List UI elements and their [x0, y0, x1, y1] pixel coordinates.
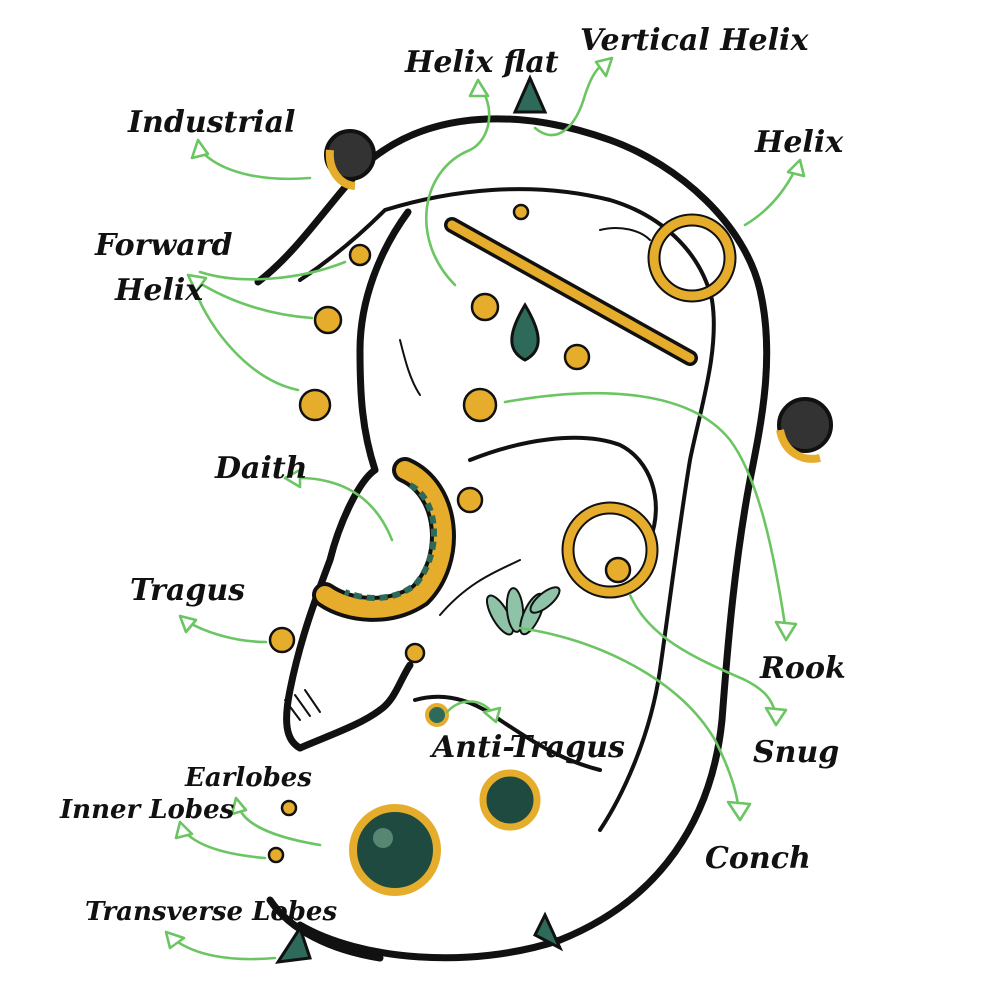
forward-helix-stud-2	[313, 305, 343, 335]
tragus-inner-stud	[404, 642, 426, 664]
ear-hatch	[284, 689, 321, 721]
ear-lobe-bottom	[266, 896, 384, 962]
pointer-earlobes-head	[230, 796, 248, 816]
pointers	[164, 56, 806, 961]
pointer-anti-tragus-head	[482, 706, 502, 724]
pointer-helix-flat	[424, 88, 491, 287]
label-daith: Daith	[214, 451, 308, 486]
daith-gems	[343, 482, 437, 601]
helix-hoop	[649, 215, 735, 301]
ear-outer-rim	[254, 115, 771, 962]
inner-lobe-stud	[267, 846, 285, 864]
industrial-gold-accent	[325, 149, 356, 190]
tragus-stud	[268, 626, 296, 654]
label-transverse-lobes: Transverse Lobes	[85, 897, 337, 927]
pointer-forward-helix-1	[198, 260, 347, 281]
snug-bead	[604, 556, 632, 584]
pointer-helix-flat-head	[468, 78, 490, 98]
ear-fold-line	[439, 559, 521, 616]
label-helix: Helix	[754, 125, 844, 160]
labels: Industrial Helix flat Vertical Helix Hel…	[59, 23, 846, 927]
ear-concha-curve	[468, 435, 658, 542]
label-inner-lobes: Inner Lobes	[59, 795, 235, 825]
pointer-inner-lobes-head	[174, 820, 194, 840]
pointer-inner-lobes	[183, 830, 267, 860]
ear-fold-line-2	[599, 227, 651, 241]
pointer-rook	[503, 391, 787, 627]
snug-hoop	[563, 503, 657, 597]
industrial-bar	[447, 220, 695, 363]
teardrop-gem	[510, 302, 540, 362]
pointer-conch	[518, 626, 740, 807]
transverse-lobe-spike-right	[532, 911, 564, 952]
lobe-gem-highlight	[373, 828, 393, 848]
daith-crescent	[316, 461, 452, 618]
pointer-daith	[293, 476, 394, 542]
rook-black-ball	[777, 397, 833, 453]
ear-inner-helix	[298, 187, 716, 832]
pointer-rook-head	[774, 620, 798, 642]
helix-flat-stud	[512, 203, 530, 221]
pointer-forward-helix-3	[193, 288, 300, 392]
anti-tragus-gem	[425, 703, 449, 727]
pointer-vertical-helix	[533, 62, 605, 137]
jewelry	[267, 74, 833, 964]
pointer-anti-tragus	[445, 700, 494, 714]
pointer-forward-helix-head	[186, 273, 208, 294]
ear-tragus-outline	[296, 661, 414, 752]
earlobe-stud	[280, 799, 298, 817]
conch-stud-2	[563, 343, 591, 371]
label-helix-flat: Helix flat	[404, 45, 559, 80]
pointer-tragus-head	[178, 614, 198, 634]
pointer-industrial-head	[190, 138, 210, 160]
forward-helix-stud-1	[348, 243, 372, 267]
pointer-daith-head	[283, 468, 302, 489]
ear-crus-line	[399, 339, 421, 396]
conch-flower	[486, 586, 561, 636]
conch-stud-1	[470, 292, 500, 322]
helix-flat-spike	[512, 74, 548, 114]
pointer-earlobes	[238, 808, 322, 847]
pointer-forward-helix-2	[196, 280, 314, 320]
pointer-helix-head	[786, 158, 806, 178]
daith-hanging-stud	[456, 486, 484, 514]
pointer-vertical-helix-head	[594, 56, 614, 78]
rook-stud	[462, 387, 498, 423]
pointer-snug-head	[764, 706, 788, 727]
label-vertical-helix: Vertical Helix	[580, 23, 809, 58]
label-forward-helix-line2: Helix	[114, 273, 204, 308]
lobe-gem-large	[349, 804, 441, 896]
rook-gold-accent	[776, 428, 821, 463]
pointer-tragus	[186, 620, 268, 644]
pointer-conch-head	[726, 800, 752, 822]
pointer-snug	[628, 593, 777, 714]
pointer-transverse-lobes	[173, 938, 277, 961]
pointer-industrial	[198, 148, 312, 181]
forward-helix-stud-3	[298, 388, 332, 422]
ear-drawing	[254, 115, 771, 962]
pointer-helix	[743, 168, 797, 227]
label-rook: Rook	[759, 651, 846, 686]
label-earlobes: Earlobes	[184, 763, 312, 793]
label-tragus: Tragus	[130, 573, 245, 608]
lobe-gem-small	[479, 769, 541, 831]
label-conch: Conch	[705, 841, 811, 876]
ear-antihelix	[283, 208, 412, 752]
transverse-lobe-spike-left	[274, 924, 313, 964]
label-industrial: Industrial	[127, 105, 295, 140]
label-anti-tragus: Anti-Tragus	[429, 730, 625, 765]
pointer-transverse-lobes-head	[164, 930, 186, 950]
label-forward-helix-line1: Forward	[94, 228, 233, 263]
ear-antitragus-line	[413, 694, 602, 772]
label-snug: Snug	[753, 735, 839, 770]
